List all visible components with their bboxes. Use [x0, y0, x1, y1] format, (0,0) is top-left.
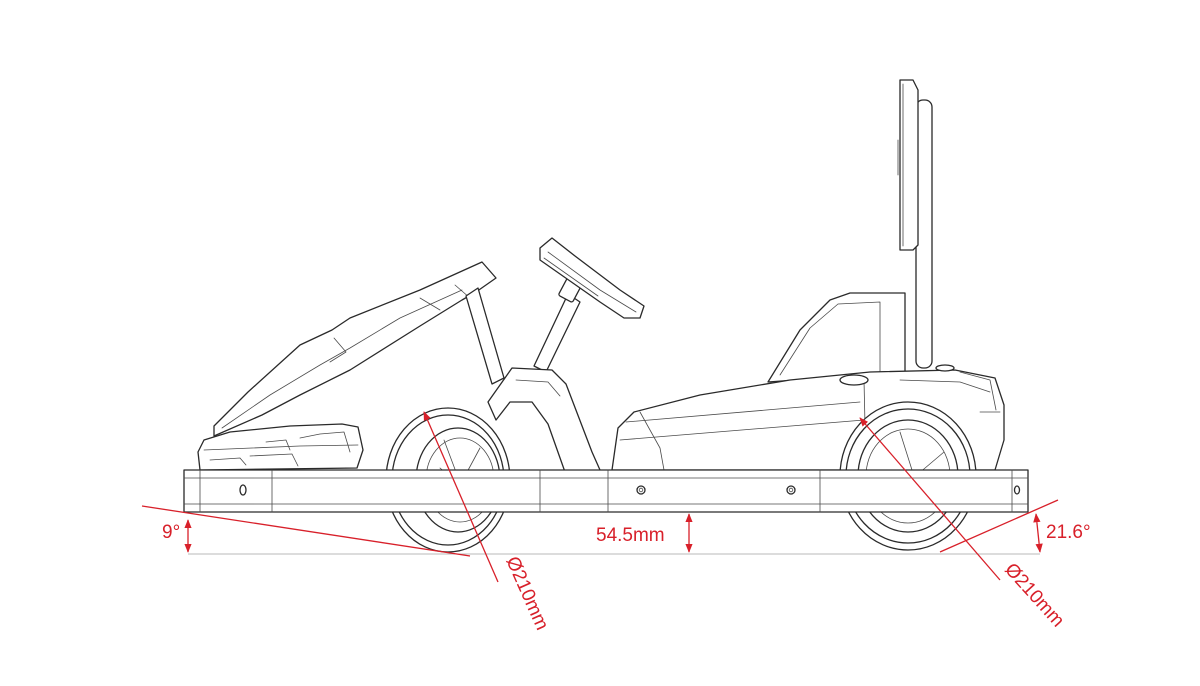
front-wheel-diameter-label: Ø210mm: [501, 553, 552, 633]
ground-clearance-label: 54.5mm: [596, 525, 665, 546]
seat: [767, 292, 906, 383]
steering-column: [533, 277, 582, 373]
rear-wheel-diameter-label: Ø210mm: [1000, 559, 1068, 631]
chassis-base: [183, 469, 1029, 513]
fairing-strut: [465, 287, 505, 385]
rear-angle-label: 21.6°: [1046, 522, 1091, 543]
rear-wheel-diameter-dimension: [859, 417, 1001, 581]
backrest-frame: [897, 79, 933, 369]
rear-angle-dimension: [939, 499, 1059, 553]
front-angle-label: 9°: [162, 522, 180, 543]
front-fairing: [213, 261, 497, 437]
front-wheel-diameter-dimension: [423, 411, 499, 583]
front-nose: [197, 423, 364, 471]
steering-wheel: [539, 237, 645, 319]
front-angle-dimension: [141, 505, 471, 557]
